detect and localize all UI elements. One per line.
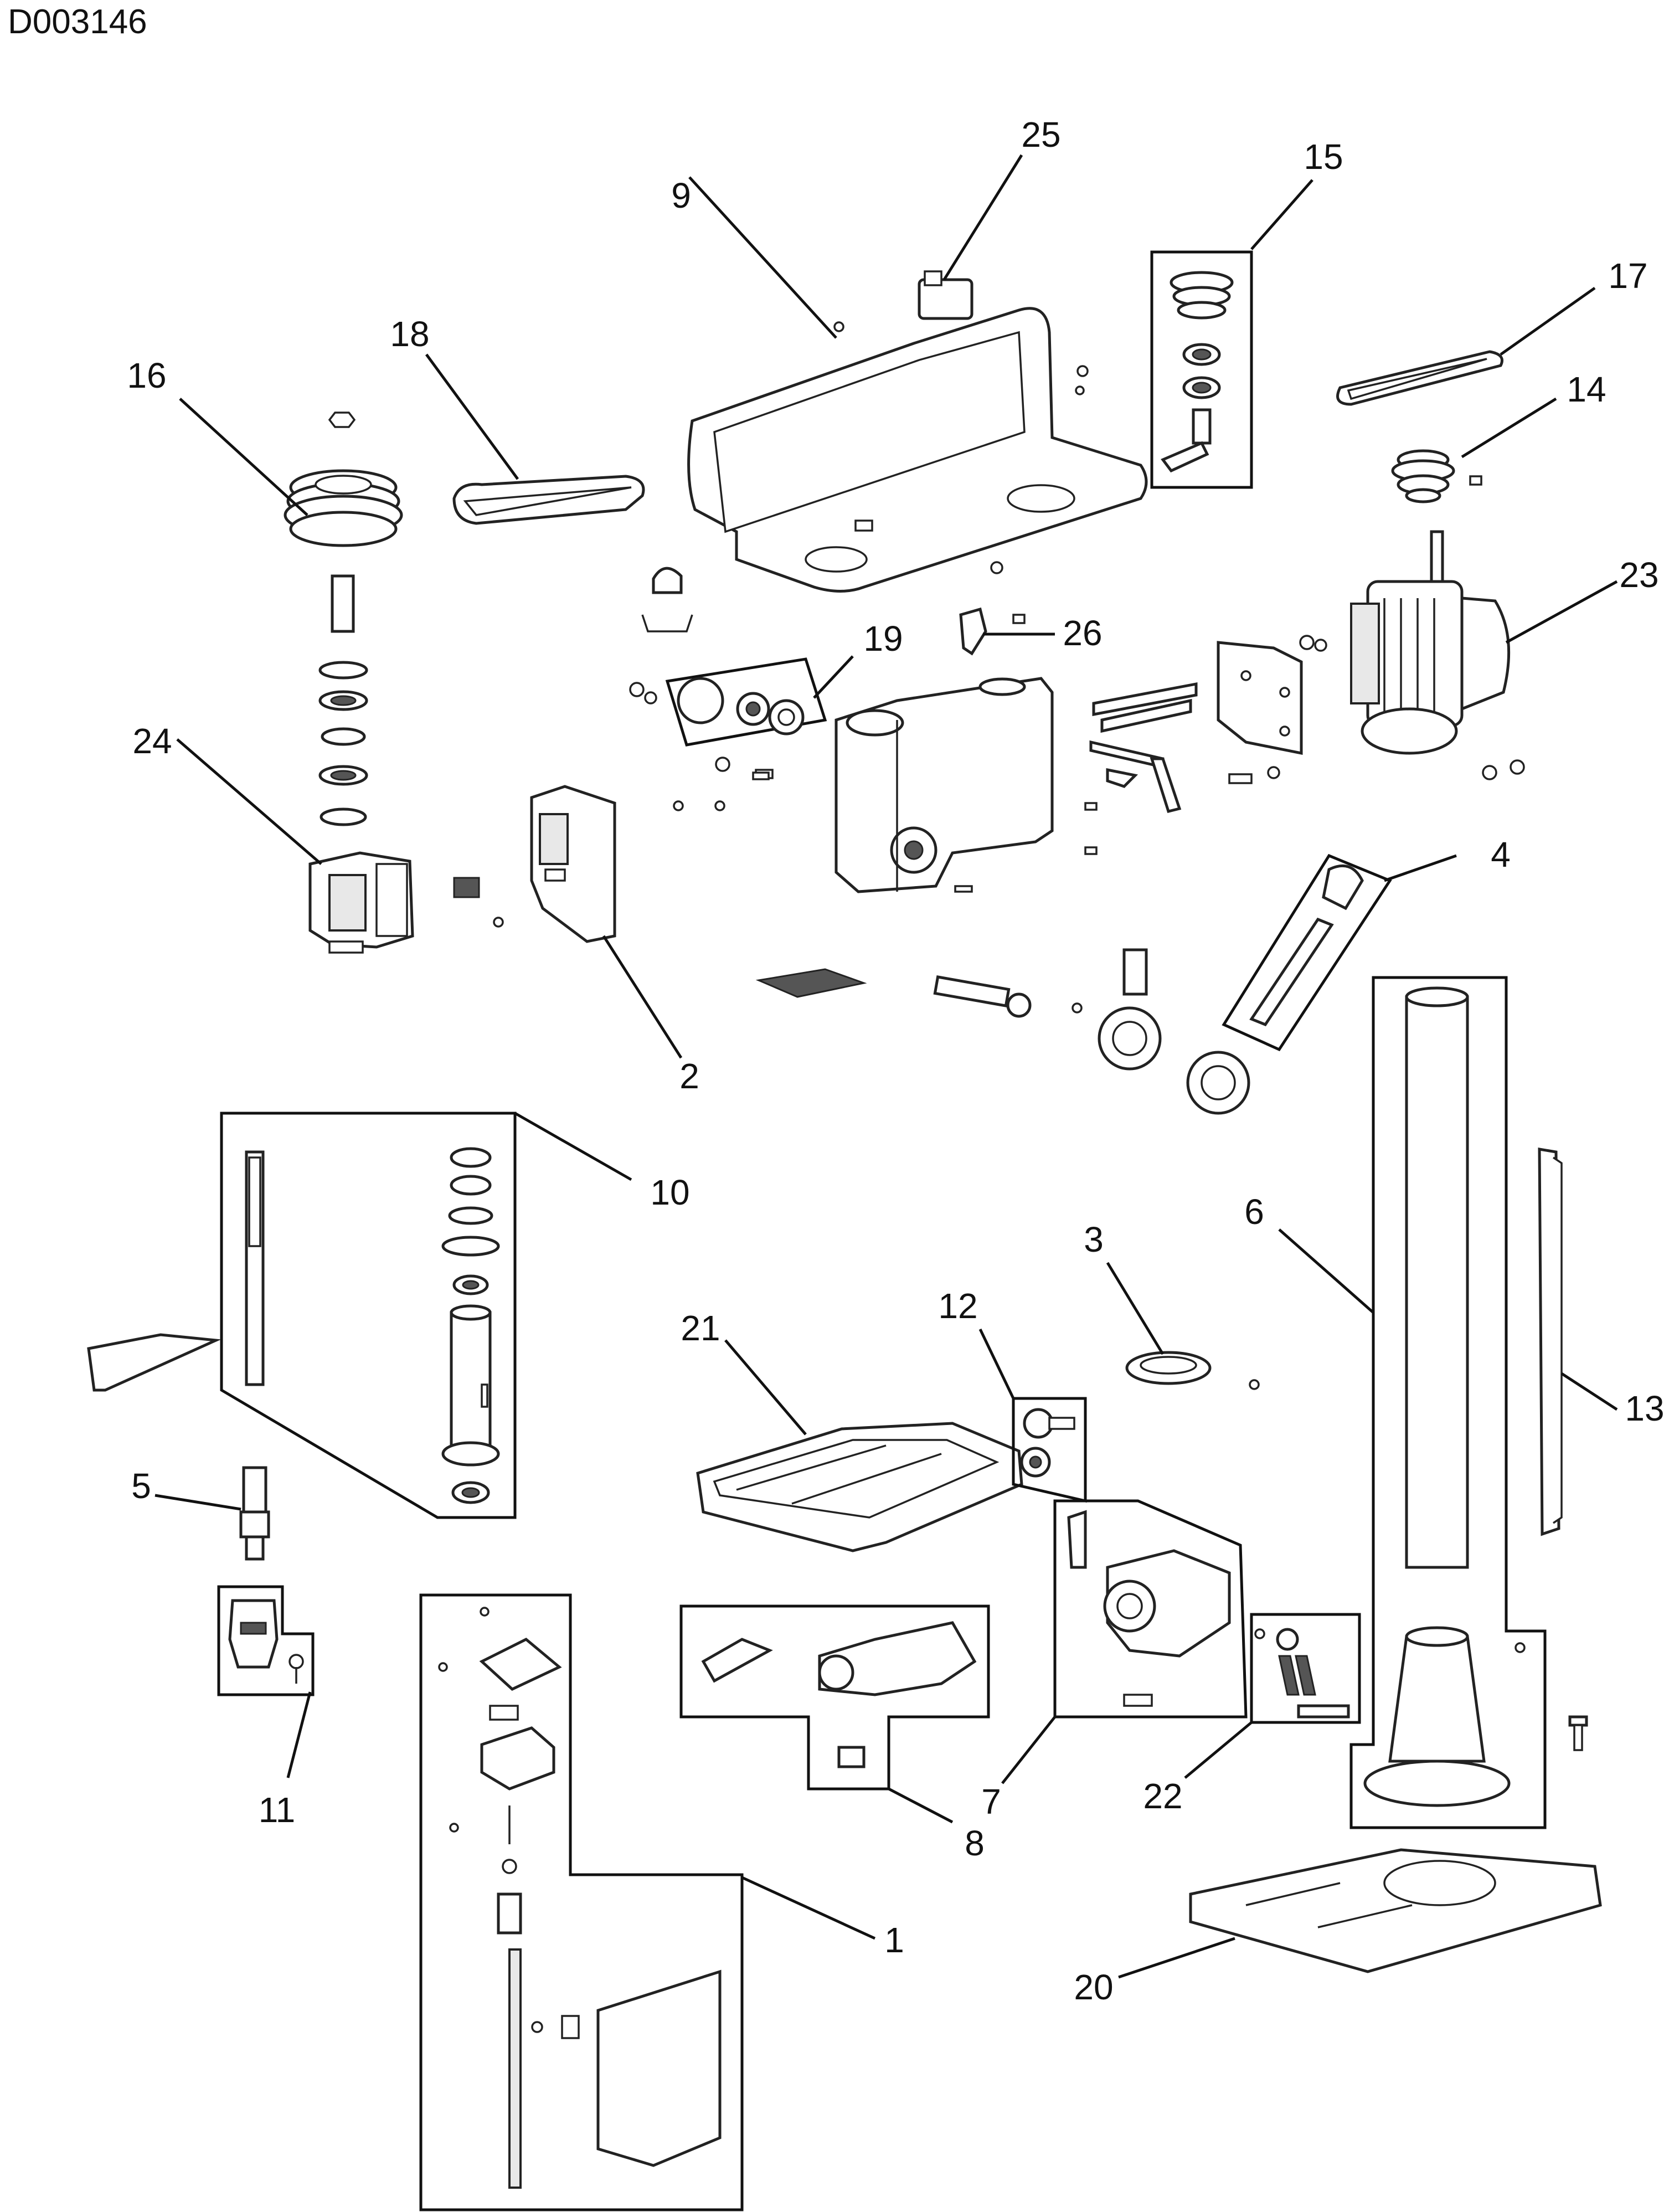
part-spindle-pulley-group xyxy=(1150,250,1253,489)
callout-11: 11 xyxy=(259,1790,295,1830)
part-motor-pulley xyxy=(1391,449,1482,503)
part-hub-and-knob xyxy=(1098,948,1250,1115)
part-control-panel xyxy=(530,785,616,943)
callout-26: 26 xyxy=(1063,613,1102,653)
callout-9: 9 xyxy=(671,176,691,215)
part-spring-housing xyxy=(641,567,693,632)
part-column-rack xyxy=(1538,1148,1563,1536)
part-feed-handle-group xyxy=(1222,853,1392,1052)
part-belt-guard-cover xyxy=(687,307,1148,593)
part-base-bolt xyxy=(1568,1715,1588,1751)
part-depth-scale-plate xyxy=(755,968,867,998)
callout-24: 24 xyxy=(132,721,172,761)
part-work-table xyxy=(696,1422,1023,1552)
part-head-casting xyxy=(834,677,1054,893)
part-chuck-group xyxy=(217,1585,315,1696)
callout-5: 5 xyxy=(131,1466,151,1506)
part-drill-base xyxy=(1189,1848,1602,1973)
callout-18: 18 xyxy=(390,314,429,354)
part-small-switch xyxy=(453,877,504,928)
part-spindle-quill-group xyxy=(220,1112,517,1519)
callout-23: 23 xyxy=(1619,555,1658,595)
callout-14: 14 xyxy=(1567,369,1606,409)
callout-16: 16 xyxy=(127,356,166,395)
callout-19: 19 xyxy=(863,619,903,659)
part-motor-nuts xyxy=(1228,635,1525,784)
callout-21: 21 xyxy=(681,1308,720,1348)
part-head-pins xyxy=(752,771,1098,893)
callout-22: 22 xyxy=(1143,1776,1182,1816)
part-feed-handle-rods xyxy=(1089,682,1198,813)
part-column-collar xyxy=(1125,1351,1260,1390)
part-tilt-lever-group xyxy=(1250,1613,1361,1724)
part-drift-key xyxy=(87,1333,221,1392)
part-switch-box xyxy=(308,851,414,954)
callout-labels: 9 25 15 17 14 23 18 16 26 19 24 2 4 10 3… xyxy=(127,115,1664,2007)
callout-8: 8 xyxy=(965,1823,985,1863)
callout-13: 13 xyxy=(1625,1388,1664,1428)
callout-1: 1 xyxy=(884,1920,904,1960)
callout-12: 12 xyxy=(938,1286,977,1326)
callout-10: 10 xyxy=(650,1172,689,1212)
part-column-group xyxy=(1349,976,1547,1829)
part-spindle-pulley-stack xyxy=(284,411,403,826)
part-drive-belt xyxy=(452,475,645,525)
callout-17: 17 xyxy=(1608,256,1647,296)
part-table-bracket-group xyxy=(1053,1499,1248,1719)
part-depth-stop xyxy=(959,607,1026,656)
part-depth-guard-group xyxy=(419,1593,744,2211)
part-table-arm-group xyxy=(679,1604,990,1791)
callout-25: 25 xyxy=(1021,115,1060,155)
part-arbor xyxy=(239,1466,270,1561)
leader-lines xyxy=(154,154,1618,1979)
callout-7: 7 xyxy=(981,1782,1001,1822)
document-id: D003146 xyxy=(8,3,147,41)
part-motor-bracket xyxy=(1217,641,1303,755)
part-screws-cover xyxy=(833,321,1089,574)
callout-20: 20 xyxy=(1074,1967,1113,2007)
part-motor-belt xyxy=(1336,350,1503,406)
part-motor xyxy=(1350,530,1511,755)
callout-15: 15 xyxy=(1304,137,1343,177)
callout-2: 2 xyxy=(679,1056,699,1096)
part-rack-gear-group xyxy=(1012,1397,1087,1503)
callout-6: 6 xyxy=(1244,1192,1264,1232)
callout-4: 4 xyxy=(1491,835,1511,874)
part-pinion-shaft xyxy=(933,975,1083,1018)
part-feed-gear-group xyxy=(665,657,827,747)
callout-3: 3 xyxy=(1084,1220,1104,1259)
